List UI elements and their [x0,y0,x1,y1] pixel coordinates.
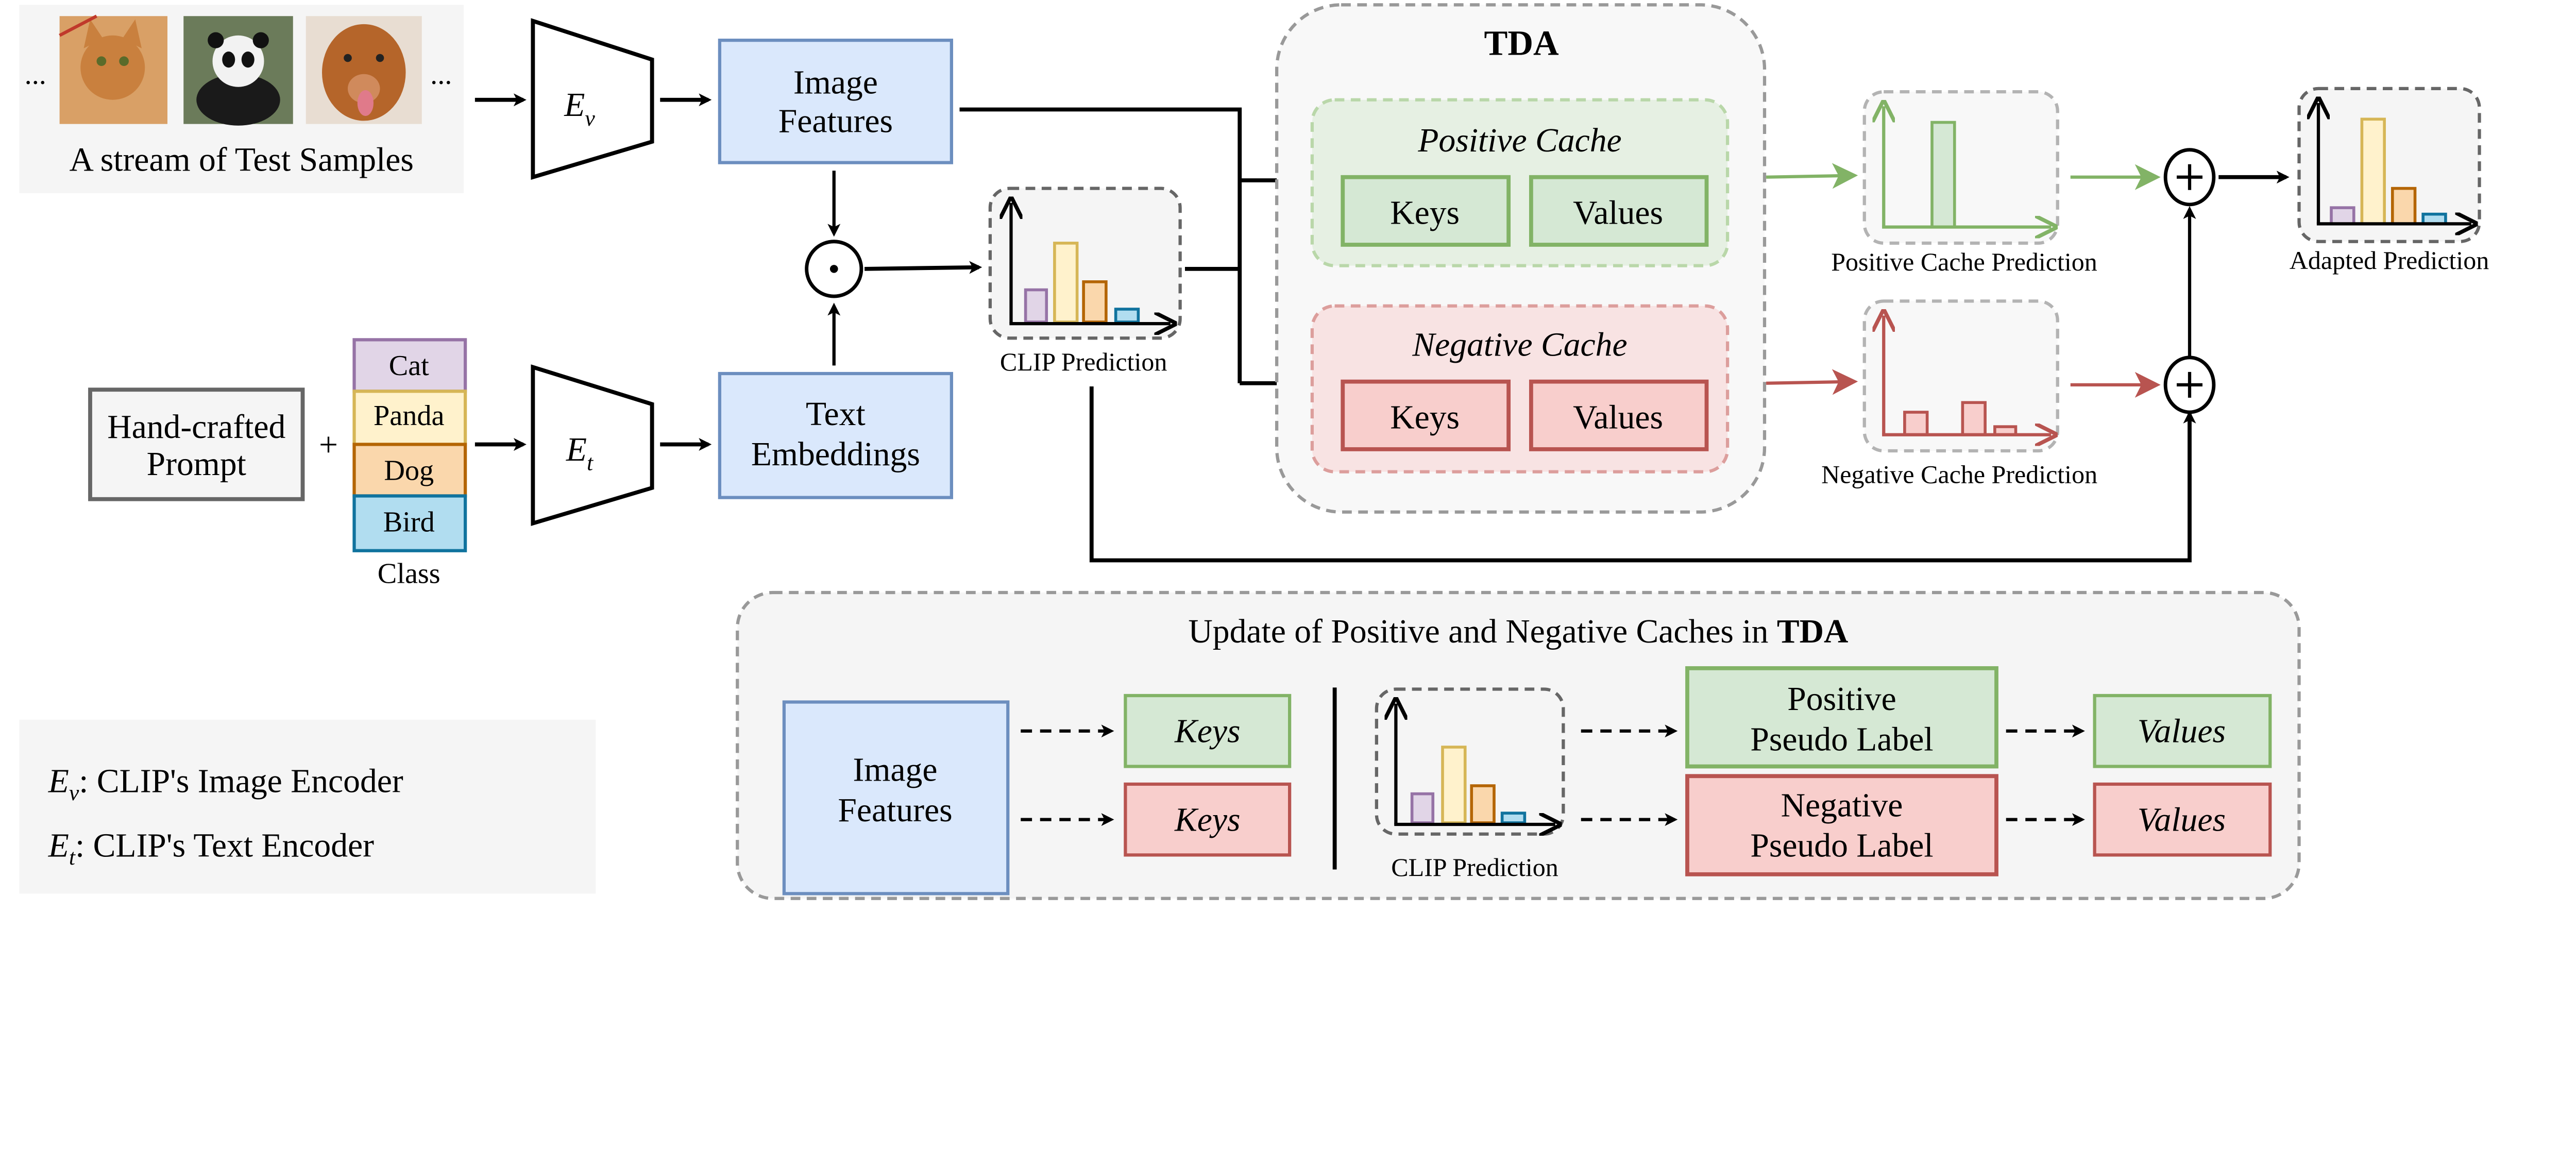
samples-caption: A stream of Test Samples [70,141,414,178]
update-keys-positive: Keys [1174,713,1241,750]
bar-cat [1024,288,1048,324]
svg-text:Text: Text [806,396,866,433]
dog-image [306,16,422,124]
negative-cache: Negative Cache Keys Values [1310,304,1730,474]
panda-image [183,16,293,126]
hand-crafted-prompt-box: Hand-crafted Prompt [88,387,305,501]
bar-panda [1053,242,1079,324]
positive-keys: Keys [1390,194,1460,231]
svg-text:Negative Cache: Negative Cache [1412,327,1627,364]
adapted-prediction-label: Adapted Prediction [2290,246,2489,275]
svg-text:Positive: Positive [1787,681,1896,718]
ellipsis-right: ... [430,59,452,91]
class-bird: Bird [383,506,435,538]
negative-cache-prediction-chart: Negative Cache Prediction [1821,299,2097,489]
svg-text:Negative: Negative [1781,787,1903,824]
svg-text:Image: Image [853,752,938,789]
adapted-prediction-chart: Adapted Prediction [2290,87,2489,275]
svg-text:Ev: Ev [564,87,595,131]
sum-icon-bottom [2163,356,2216,414]
svg-text:CLIP Prediction: CLIP Prediction [1391,853,1558,882]
class-label: Class [378,557,440,589]
class-list: Cat Panda Dog Bird Class [352,338,467,589]
tda-title: TDA [1484,23,1560,62]
svg-text:Embeddings: Embeddings [751,436,920,473]
bar-dog [1082,280,1108,324]
positive-values: Values [1573,194,1663,231]
update-clip-prediction-chart: CLIP Prediction [1375,687,1565,882]
negative-values: Values [1573,399,1663,436]
positive-cache-prediction-label: Positive Cache Prediction [1831,247,2097,276]
svg-text:Image: Image [793,64,878,101]
dot-product-icon [805,240,863,298]
update-panel-title: Update of Positive and Negative Caches i… [1188,613,1848,650]
tda-module: TDA Positive Cache Keys Values Negative … [1275,3,1767,514]
clip-prediction-label: CLIP Prediction [1000,347,1167,376]
test-samples-panel: ... ... A stream of Test Samples [19,5,464,193]
class-cat: Cat [389,350,429,382]
tda-diagram: ... ... A stream of Test Samples Ev Imag… [19,3,2489,900]
svg-text:Ev: CLIP's Image Encoder: Ev: CLIP's Image Encoder [48,763,403,805]
image-encoder: Ev [531,18,654,180]
svg-text:Et: CLIP's Text Encoder: Et: CLIP's Text Encoder [48,827,374,870]
svg-text:Hand-crafted: Hand-crafted [107,409,285,446]
negative-keys: Keys [1390,399,1460,436]
positive-cache-prediction-chart: Positive Cache Prediction [1831,90,2097,276]
svg-text:Pseudo Label: Pseudo Label [1750,721,1933,758]
bar-bird [1114,308,1140,324]
update-keys-negative: Keys [1174,801,1241,838]
ellipsis-left: ... [25,59,46,91]
cat-image [59,14,167,124]
class-panda: Panda [374,400,445,432]
positive-cache: Positive Cache Keys Values [1310,98,1730,267]
svg-text:Pseudo Label: Pseudo Label [1750,827,1933,865]
update-panel: Update of Positive and Negative Caches i… [736,590,2301,900]
plus-sign: + [319,426,338,463]
svg-text:Prompt: Prompt [147,446,246,483]
connector-lines [959,107,2196,563]
negative-cache-prediction-label: Negative Cache Prediction [1821,460,2097,489]
update-values-negative: Values [2138,801,2226,838]
arrow-positive-cache-out [1766,163,1858,189]
svg-text:Et: Et [566,431,594,476]
svg-text:Features: Features [838,792,952,829]
class-dog: Dog [384,454,434,486]
svg-text:Features: Features [778,103,893,140]
sum-icon-top [2163,148,2216,207]
text-encoder: Et [531,364,654,526]
arrow-negative-cache-out [1766,369,1858,395]
text-embeddings-box: Text Embeddings [718,371,953,499]
svg-text:Positive Cache: Positive Cache [1417,122,1621,159]
legend: Ev: CLIP's Image Encoder Et: CLIP's Text… [19,719,596,894]
update-values-positive: Values [2138,713,2226,750]
image-features-box: Image Features [718,39,953,164]
clip-prediction-chart: CLIP Prediction [988,187,1182,376]
arrow-odot-to-clip [865,261,982,274]
